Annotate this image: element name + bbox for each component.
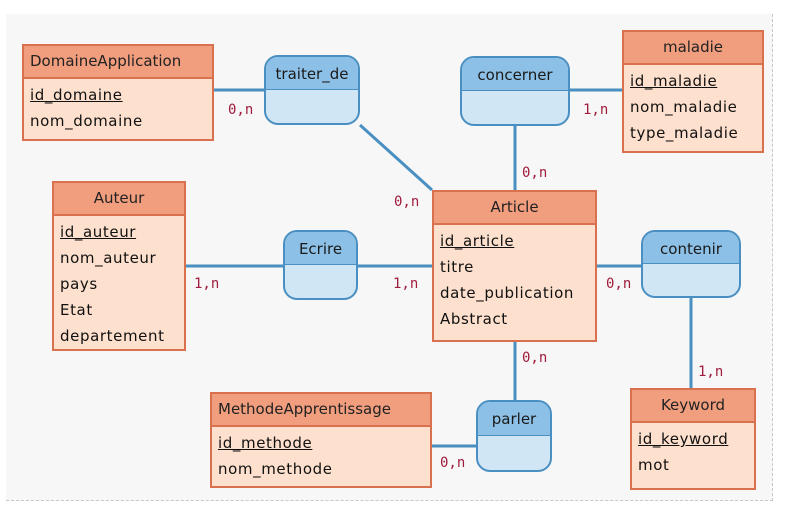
association-contenir[interactable]: contenir xyxy=(641,230,741,298)
entity-maladie[interactable]: maladie id_maladie nom_maladie type_mala… xyxy=(622,30,764,153)
cardinality-article-traiter: 0,n xyxy=(394,194,420,210)
attr: Etat xyxy=(60,301,93,319)
attr: titre xyxy=(440,258,474,276)
attr-primary-key: id_methode xyxy=(218,434,313,452)
attr-primary-key: id_auteur xyxy=(60,223,137,241)
cardinality-keyword-contenir: 1,n xyxy=(698,364,724,380)
entity-article[interactable]: Article id_article titre date_publicatio… xyxy=(432,190,597,342)
association-label: concerner xyxy=(462,58,568,91)
link-traiter-article xyxy=(358,123,434,192)
cardinality-maladie-concerner: 1,n xyxy=(583,102,609,118)
entity-title: Auteur xyxy=(54,183,184,216)
attr: pays xyxy=(60,275,98,293)
cardinality-article-concerner: 0,n xyxy=(522,165,548,181)
association-ecrire[interactable]: Ecrire xyxy=(283,230,358,300)
cardinality-methode-parler: 0,n xyxy=(440,455,466,471)
association-label: Ecrire xyxy=(285,232,356,265)
cardinality-domaine-traiter: 0,n xyxy=(228,102,254,118)
attr-primary-key: id_keyword xyxy=(638,430,729,448)
cardinality-auteur-ecrire: 1,n xyxy=(194,276,220,292)
association-label: contenir xyxy=(643,232,739,264)
cardinality-article-parler: 0,n xyxy=(522,350,548,366)
attr: nom_auteur xyxy=(60,249,157,267)
entity-title: DomaineApplication xyxy=(24,46,212,79)
attr-primary-key: id_maladie xyxy=(630,72,718,90)
entity-keyword[interactable]: Keyword id_keyword mot xyxy=(630,388,756,490)
attr: mot xyxy=(638,456,670,474)
entity-title: maladie xyxy=(624,32,762,65)
attr: Abstract xyxy=(440,310,508,328)
association-label: parler xyxy=(478,402,550,436)
association-concerner[interactable]: concerner xyxy=(460,56,570,126)
association-traiter-de[interactable]: traiter_de xyxy=(264,55,360,125)
attr: date_publication xyxy=(440,284,574,302)
entity-auteur[interactable]: Auteur id_auteur nom_auteur pays Etat de… xyxy=(52,181,186,351)
attr: departement xyxy=(60,327,165,345)
attr: nom_maladie xyxy=(630,98,738,116)
attr: nom_domaine xyxy=(30,112,143,130)
entity-domaine-application[interactable]: DomaineApplication id_domaine nom_domain… xyxy=(22,44,214,141)
association-parler[interactable]: parler xyxy=(476,400,552,472)
cardinality-article-ecrire: 1,n xyxy=(393,276,419,292)
cardinality-article-contenir: 0,n xyxy=(606,276,632,292)
association-label: traiter_de xyxy=(266,57,358,90)
attr-primary-key: id_article xyxy=(440,232,515,250)
entity-title: MethodeApprentissage xyxy=(212,394,430,427)
entity-title: Keyword xyxy=(632,390,754,423)
attr-primary-key: id_domaine xyxy=(30,86,123,104)
entity-title: Article xyxy=(434,192,595,225)
attr: type_maladie xyxy=(630,124,739,142)
attr: nom_methode xyxy=(218,460,333,478)
entity-methode-apprentissage[interactable]: MethodeApprentissage id_methode nom_meth… xyxy=(210,392,432,488)
